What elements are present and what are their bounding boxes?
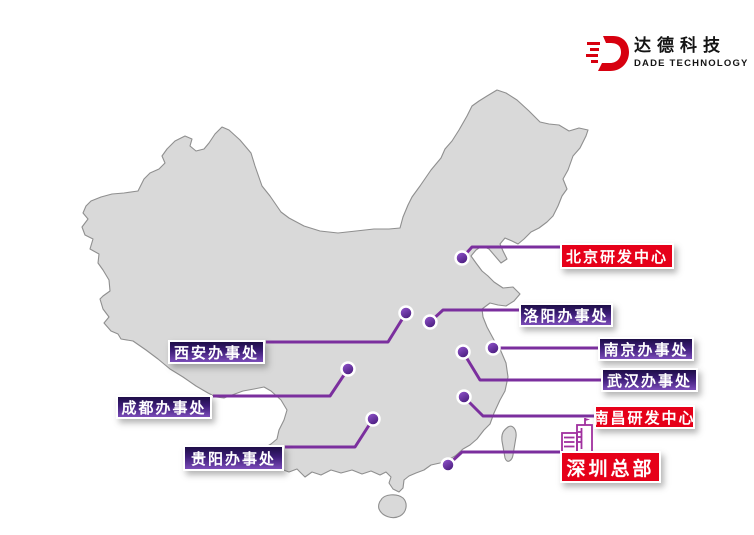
label-chengdu-office: 成都办事处 — [116, 395, 212, 419]
label-xian-office: 西安办事处 — [168, 340, 265, 364]
connector-line-xian — [266, 312, 408, 344]
label-nanjing-office: 南京办事处 — [598, 337, 694, 361]
connector-line-wuhan — [461, 351, 601, 382]
hainan-island — [378, 494, 407, 519]
location-dot-chengdu — [340, 361, 356, 377]
connector-line-chengdu — [213, 368, 350, 398]
taiwan-island — [501, 425, 517, 462]
location-dot-luoyang — [422, 314, 438, 330]
label-nanchang-rnd-center: 南昌研发中心 — [594, 405, 695, 429]
logo-d-mark-icon — [586, 36, 629, 71]
label-guiyang-office: 贵阳办事处 — [183, 445, 284, 471]
location-dot-wuhan — [455, 344, 471, 360]
logo-brand-en: DADE TECHNOLOGY — [634, 58, 749, 69]
location-dot-guiyang — [365, 411, 381, 427]
logo-brand-cn: 达德科技 — [634, 36, 726, 55]
connector-line-nanchang — [462, 395, 594, 418]
location-dot-xian — [398, 305, 414, 321]
label-shenzhen-headquarters: 深圳总部 — [560, 451, 661, 483]
connector-line-guiyang — [285, 418, 375, 449]
location-dot-nanchang — [456, 389, 472, 405]
label-luoyang-office: 洛阳办事处 — [519, 303, 613, 327]
location-dot-nanjing — [485, 340, 501, 356]
company-logo: 达德科技 DADE TECHNOLOGY — [586, 30, 749, 76]
location-dot-beijing — [454, 250, 470, 266]
location-dot-shenzhen — [440, 457, 456, 473]
label-wuhan-office: 武汉办事处 — [601, 368, 698, 392]
label-beijing-rnd-center: 北京研发中心 — [560, 243, 674, 269]
headquarters-building-icon — [561, 418, 593, 453]
